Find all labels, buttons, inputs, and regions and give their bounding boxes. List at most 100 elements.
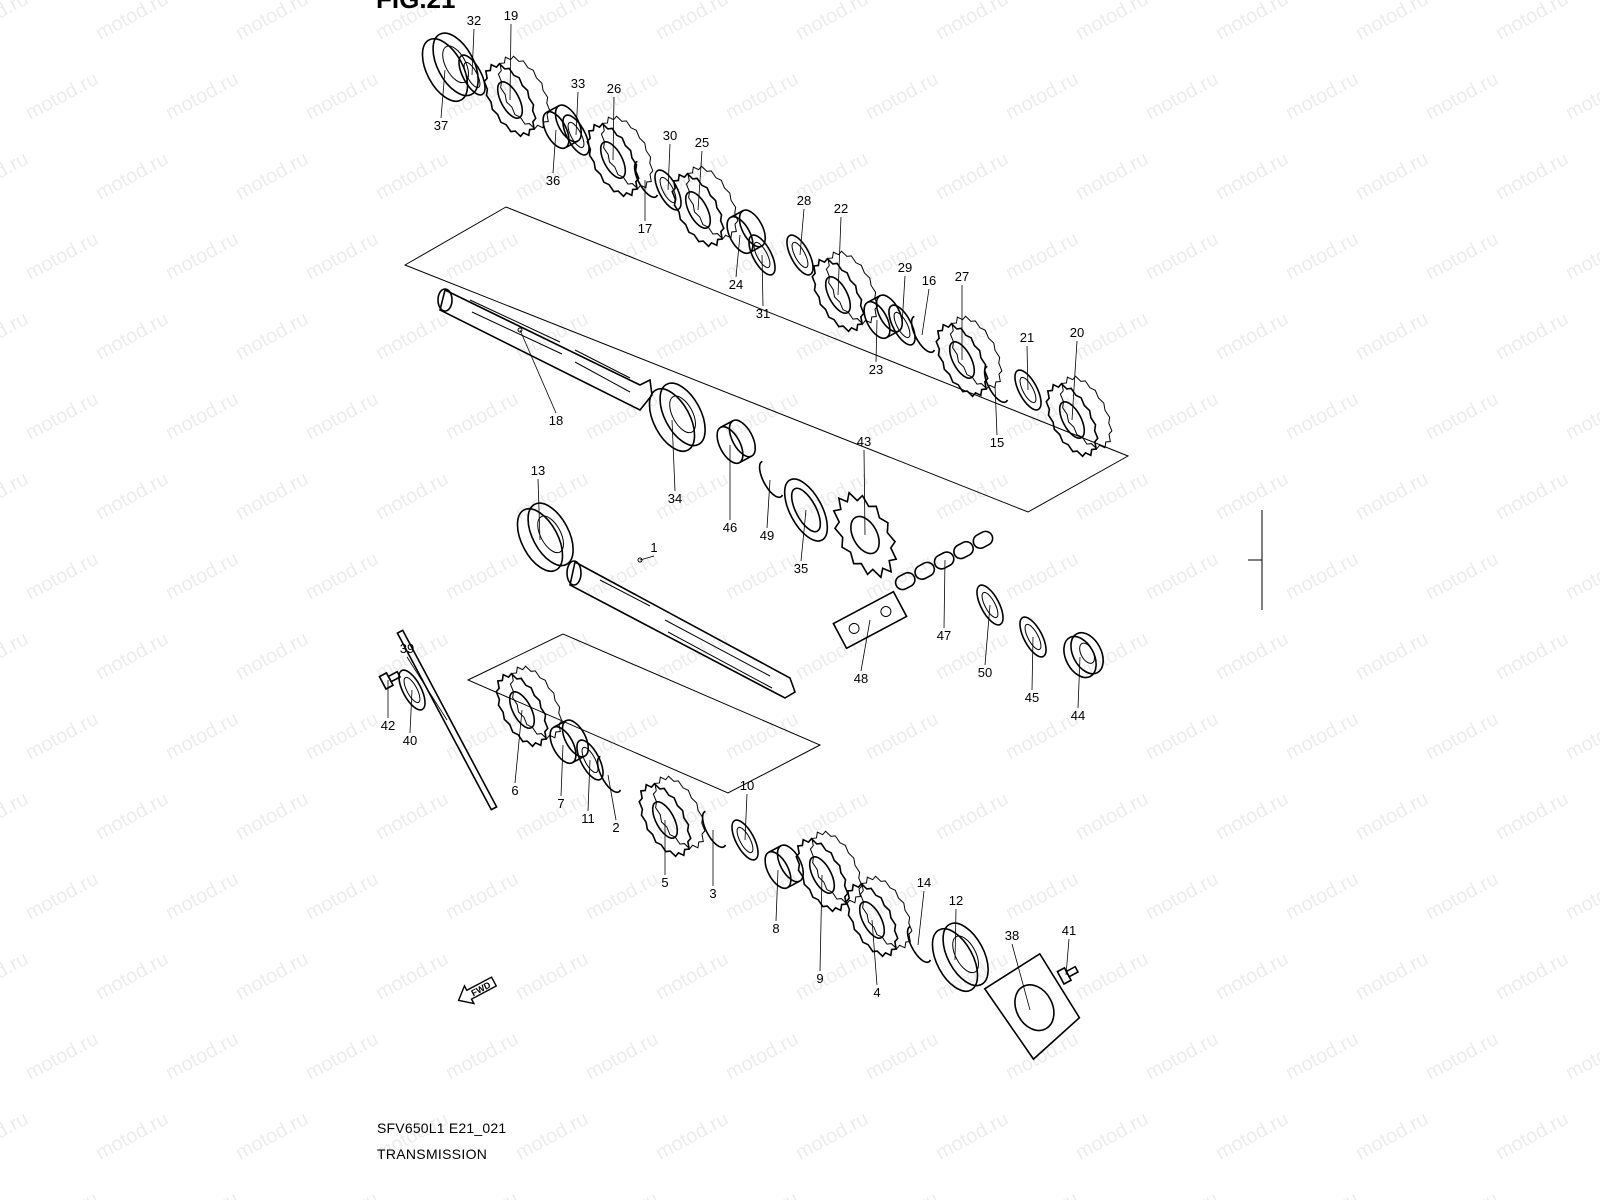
watermark-text: motod.ru — [22, 68, 102, 124]
watermark-text: motod.ru — [302, 708, 382, 764]
part-p42-bolt — [378, 670, 402, 691]
watermark-text: motod.ru — [162, 1188, 242, 1200]
leader-p22 — [837, 216, 842, 296]
watermark-text: motod.ru — [372, 0, 452, 44]
watermark-text: motod.ru — [22, 708, 102, 764]
driveshaft — [566, 560, 796, 699]
watermark-text: motod.ru — [92, 788, 172, 844]
watermark-text: motod.ru — [302, 228, 382, 284]
callout-p18: 18 — [549, 413, 563, 428]
callout-p36: 36 — [546, 173, 560, 188]
watermark-text: motod.ru — [1002, 1028, 1082, 1084]
watermark-text: motod.ru — [92, 1108, 172, 1164]
watermark-text: motod.ru — [302, 548, 382, 604]
watermark-text: motod.ru — [162, 868, 242, 924]
watermark-text: motod.ru — [1352, 0, 1432, 44]
callout-p33: 33 — [571, 76, 585, 91]
fwd-arrow: FWD — [457, 976, 498, 1005]
callout-p37: 37 — [434, 118, 448, 133]
callout-p41: 41 — [1062, 923, 1076, 938]
callout-p43: 43 — [857, 434, 871, 449]
callout-p31: 31 — [756, 306, 770, 321]
leader-p47 — [943, 559, 946, 629]
watermark-text: motod.ru — [1282, 868, 1362, 924]
watermark-text: motod.ru — [862, 1028, 942, 1084]
watermark-text: motod.ru — [1072, 788, 1152, 844]
watermark-text: motod.ru — [1562, 868, 1600, 924]
watermark-text: motod.ru — [1142, 68, 1222, 124]
part-p5-gear — [638, 775, 706, 858]
part-p50-washer — [976, 584, 1004, 626]
leader-p38 — [1011, 943, 1031, 1011]
watermark-text: motod.ru — [1422, 388, 1502, 444]
leader-p35 — [800, 509, 807, 562]
watermark-text: motod.ru — [0, 788, 32, 844]
driveshaft-assembly-outline — [466, 633, 822, 794]
leader-p30 — [667, 143, 671, 191]
watermark-text: motod.ru — [722, 68, 802, 124]
watermark-text: motod.ru — [1352, 628, 1432, 684]
leader-p9 — [819, 874, 823, 972]
watermark-text: motod.ru — [1562, 1188, 1600, 1200]
watermark-text: motod.ru — [0, 628, 32, 684]
callout-p27: 27 — [955, 269, 969, 284]
part-p10-washer — [731, 819, 759, 861]
part-p3-clip — [701, 810, 727, 849]
part-p1-shaft — [637, 557, 643, 563]
watermark-text: motod.ru — [1282, 68, 1362, 124]
watermark-text: motod.ru — [162, 548, 242, 604]
parts-layer — [378, 32, 1113, 1061]
callout-p39: 39 — [400, 641, 414, 656]
watermark-text: motod.ru — [372, 788, 452, 844]
callout-p48: 48 — [854, 671, 868, 686]
callout-p44: 44 — [1071, 708, 1085, 723]
figure-label: FIG.21 — [376, 0, 455, 15]
watermark-text: motod.ru — [1492, 1108, 1572, 1164]
watermark-text: motod.ru — [92, 0, 172, 44]
watermark-text: motod.ru — [792, 308, 872, 364]
watermark-text: motod.ru — [1142, 708, 1222, 764]
part-p17-clip — [633, 160, 659, 199]
watermark-text: motod.ru — [512, 1108, 592, 1164]
callout-p42: 42 — [381, 718, 395, 733]
leader-p13 — [537, 478, 541, 541]
watermark-text: motod.ru — [1072, 1108, 1152, 1164]
part-p31-washer — [748, 234, 776, 276]
watermark-text: motod.ru — [1562, 708, 1600, 764]
callout-p15: 15 — [990, 435, 1004, 450]
leader-p49 — [766, 479, 771, 529]
callout-p13: 13 — [531, 463, 545, 478]
callout-p7: 7 — [557, 796, 564, 811]
watermark-text: motod.ru — [1072, 468, 1152, 524]
callout-p16: 16 — [922, 273, 936, 288]
watermark-text: motod.ru — [512, 628, 592, 684]
callout-p30: 30 — [663, 128, 677, 143]
watermark-text: motod.ru — [1142, 868, 1222, 924]
watermark-text: motod.ru — [1212, 948, 1292, 1004]
part-p36-bushing — [542, 104, 583, 150]
watermark-text: motod.ru — [1142, 548, 1222, 604]
watermark-text: motod.ru — [792, 0, 872, 44]
watermark-text: motod.ru — [1492, 788, 1572, 844]
part-p8-bushing — [764, 844, 805, 890]
part-p7-bushing — [549, 719, 590, 765]
callout-p8: 8 — [772, 921, 779, 936]
part-p27-gear — [935, 315, 1003, 398]
callout-p29: 29 — [898, 260, 912, 275]
leader-p37 — [440, 69, 446, 119]
watermark-text: motod.ru — [1002, 388, 1082, 444]
watermark-text: motod.ru — [862, 1188, 942, 1200]
callout-p38: 38 — [1005, 928, 1019, 943]
watermark-text: motod.ru — [512, 788, 592, 844]
watermark-text: motod.ru — [1212, 468, 1292, 524]
watermark-text: motod.ru — [1212, 308, 1292, 364]
watermark-text: motod.ru — [862, 68, 942, 124]
leader-p29 — [901, 275, 906, 326]
watermark-text: motod.ru — [1492, 148, 1572, 204]
leader-p43 — [863, 449, 866, 536]
part-p49-clip — [758, 460, 784, 499]
watermark-text: motod.ru — [1212, 628, 1292, 684]
watermark-text: motod.ru — [302, 1028, 382, 1084]
watermark-text: motod.ru — [1562, 1028, 1600, 1084]
leader-p23 — [875, 319, 878, 363]
